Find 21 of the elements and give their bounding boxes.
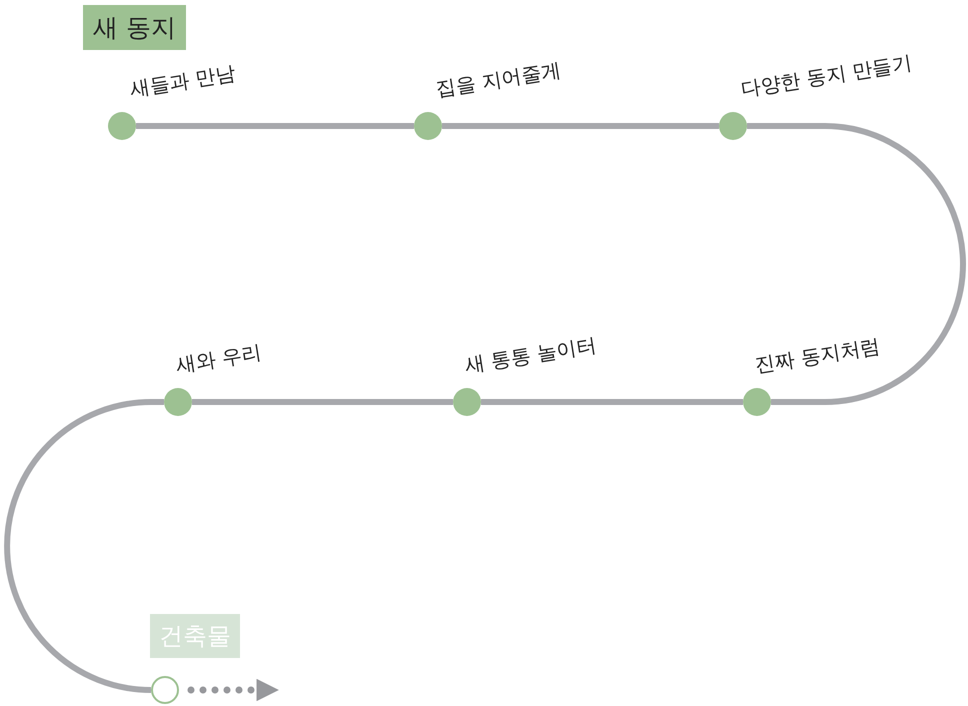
milestone-dot (108, 112, 136, 140)
milestone-label: 다양한 동지 만들기 (738, 49, 914, 102)
path-line (192, 399, 453, 405)
milestone-label: 새와 우리 (174, 338, 264, 378)
milestone-label: 집을 지어줄게 (434, 56, 563, 102)
path-line (4, 399, 164, 693)
path-line (442, 123, 719, 129)
milestone-dot (414, 112, 442, 140)
milestone-dot (164, 388, 192, 416)
milestone-dot (453, 388, 481, 416)
milestone-dot (719, 112, 747, 140)
milestone-label: 새 통통 놀이터 (462, 332, 598, 378)
milestone-label: 새들과 만남 (128, 60, 238, 102)
milestone-label: 진짜 동지처럼 (752, 332, 882, 378)
end-circle (151, 676, 179, 704)
path-line (747, 123, 966, 405)
milestone-dot (743, 388, 771, 416)
title-tag: 새 동지 (83, 5, 186, 50)
dotted-arrow (188, 678, 279, 702)
path-line (136, 123, 414, 129)
path-line (481, 399, 743, 405)
